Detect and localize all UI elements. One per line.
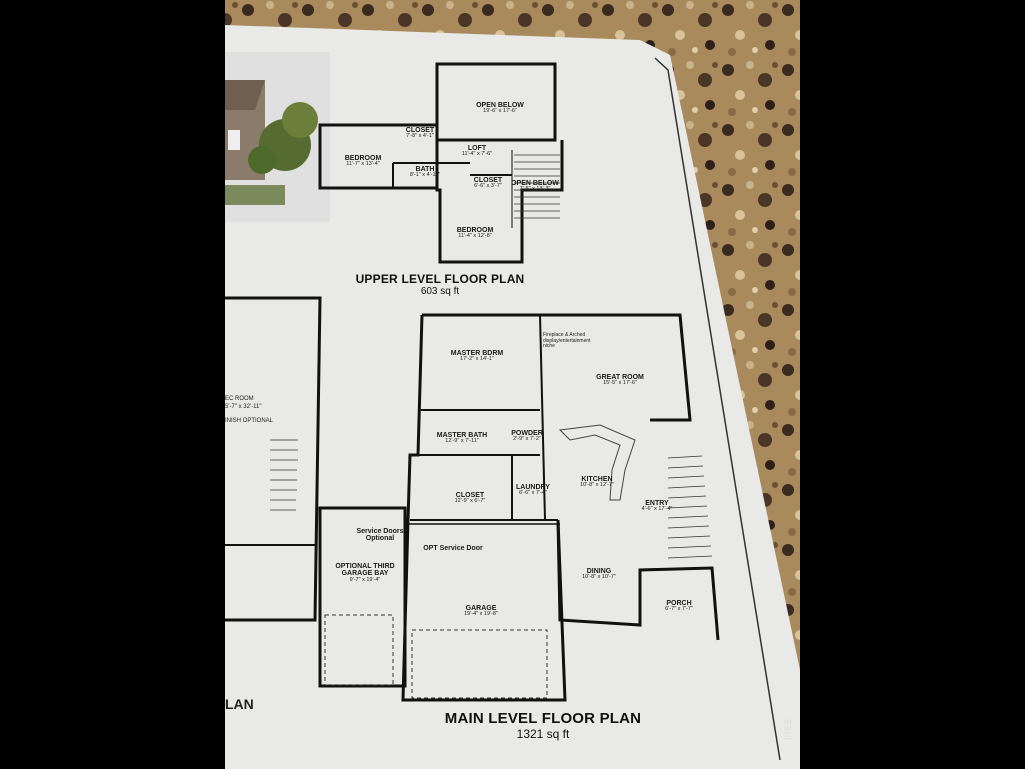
right-black-bar <box>800 0 1025 769</box>
opt-service-door-note: OPT Service Door <box>423 545 483 552</box>
main-stairs <box>667 455 713 559</box>
rec-room-dims-fragment: 5'-7" x 32'-11" <box>225 404 262 410</box>
rec-room-fragment: EC ROOM <box>225 396 254 402</box>
finish-optional-fragment: INISH OPTIONAL <box>225 418 274 424</box>
upper-floor-plan <box>318 62 564 264</box>
paper-sheet <box>225 25 800 769</box>
partial-plan <box>225 296 322 622</box>
service-doors-note: Service Doors Optional <box>356 528 404 543</box>
watermark: IRES <box>783 718 793 740</box>
left-black-bar <box>0 0 225 769</box>
upper-stairs <box>514 154 560 219</box>
fireplace-note: Fireplace & Arched display/entertainment… <box>543 332 591 349</box>
kitchen-counter <box>558 424 636 501</box>
paper-border-line <box>654 57 781 761</box>
lower-plan-title-fragment: LAN <box>225 696 254 712</box>
garage-doors <box>324 614 548 699</box>
main-floor-plan <box>318 313 720 702</box>
